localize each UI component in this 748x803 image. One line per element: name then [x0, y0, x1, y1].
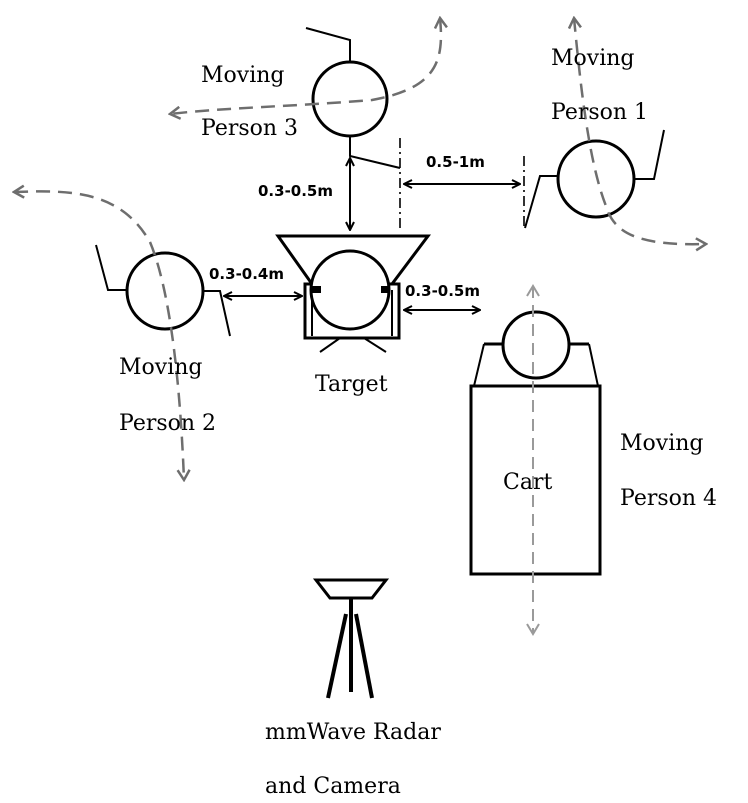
person-2-label-line1: Moving — [119, 355, 203, 380]
person-3-path-arrow — [170, 18, 441, 114]
person-3-label-line2: Person 3 — [201, 116, 298, 141]
distance-label-target-cart: 0.3-0.5m — [405, 282, 480, 300]
person-1-figure — [524, 129, 665, 229]
person-3-figure — [305, 27, 401, 169]
cart-label: Cart — [503, 470, 552, 495]
person-1-path-arrow — [574, 18, 706, 244]
radar-camera-tripod-icon — [312, 578, 390, 699]
person-4-label-line1: Moving — [620, 431, 704, 456]
distance-label-person3-person1: 0.5-1m — [426, 153, 485, 171]
target-figure — [275, 234, 431, 353]
person-1-label-line2: Person 1 — [551, 100, 648, 125]
distance-label-target-person3: 0.3-0.5m — [258, 182, 333, 200]
distance-label-person2-target: 0.3-0.4m — [209, 265, 284, 283]
person-2-path-arrow — [14, 191, 184, 480]
person-1-label-line1: Moving — [551, 46, 635, 71]
person-3-label-line1: Moving — [201, 63, 285, 88]
cart-figure — [469, 310, 602, 576]
person-4-label-line2: Person 4 — [620, 486, 717, 511]
radar-label-line1: mmWave Radar — [265, 720, 441, 745]
target-label: Target — [315, 372, 388, 397]
radar-label-line2: and Camera — [265, 774, 401, 799]
person-2-label-line2: Person 2 — [119, 411, 216, 436]
person-2-figure — [95, 244, 231, 337]
